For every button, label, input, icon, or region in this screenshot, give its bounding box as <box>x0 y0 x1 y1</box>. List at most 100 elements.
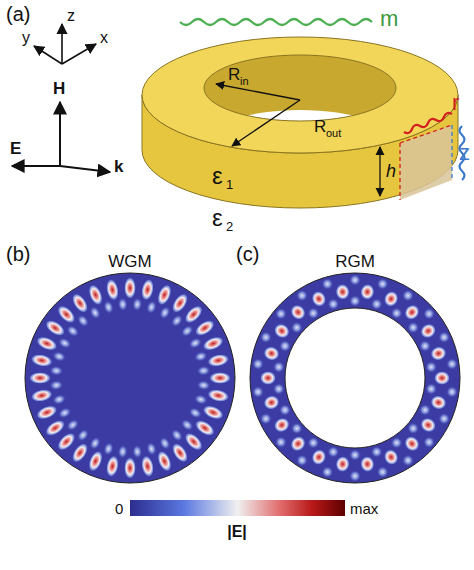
permittivity-subscript: 2 <box>226 220 233 233</box>
field-lobe <box>335 283 351 301</box>
field-lobe <box>405 420 422 437</box>
field-lobe <box>169 427 186 444</box>
field-lobe <box>86 282 106 307</box>
field-lobe <box>196 380 211 391</box>
field-lobe <box>87 435 102 452</box>
field-lobe <box>102 299 116 315</box>
mode-index-label: m <box>380 8 398 30</box>
wave-line <box>180 19 372 25</box>
field-lobe <box>117 444 128 459</box>
vector-label: H <box>53 80 65 97</box>
field-vectors <box>12 102 110 172</box>
field-lobe <box>400 287 417 304</box>
field-lobe <box>421 434 438 451</box>
field-lobe <box>87 304 102 321</box>
field-lobe <box>272 382 286 396</box>
wave-line <box>404 113 452 133</box>
field-lobe <box>369 444 384 459</box>
field-lobe <box>124 457 136 479</box>
field-lobe <box>349 470 361 482</box>
field-lobe <box>140 454 156 478</box>
field-lobe <box>271 321 292 341</box>
field-lobe <box>271 415 292 435</box>
field-lobe <box>192 317 217 339</box>
field-lobe <box>206 388 230 404</box>
field-lobe <box>30 352 54 368</box>
field-lobe <box>169 291 191 316</box>
mode-index-label: r <box>452 92 459 114</box>
field-lobe <box>104 454 120 478</box>
field-lobe <box>369 297 384 312</box>
field-lobe <box>201 403 226 423</box>
mode-index-waves <box>180 19 465 180</box>
field-lobe <box>424 360 438 374</box>
field-lobe <box>305 434 322 451</box>
field-lobe <box>102 441 116 457</box>
field-lobe <box>193 393 209 407</box>
field-lobe <box>196 365 211 376</box>
field-lobe <box>326 297 341 312</box>
field-lobe <box>43 317 68 339</box>
field-lobe <box>418 321 439 341</box>
field-lobe <box>288 420 305 437</box>
field-lobe <box>294 287 311 304</box>
field-lobe <box>251 357 265 371</box>
vector-label: k <box>114 158 123 175</box>
field-lobe <box>86 449 106 474</box>
field-lobe <box>145 441 159 457</box>
colorbar-title: |E| <box>227 524 247 540</box>
field-lobe <box>56 335 73 350</box>
field-lobe <box>445 385 459 399</box>
field-lobe <box>179 417 196 434</box>
field-lobe <box>262 394 281 412</box>
field-lobe <box>381 447 400 467</box>
field-lobe <box>75 427 92 444</box>
field-lobe <box>405 319 422 336</box>
panel-label: (b) <box>6 244 30 264</box>
field-lobe <box>187 405 204 420</box>
field-lobe <box>155 282 175 307</box>
panel-label: (c) <box>236 244 259 264</box>
field-lobe <box>64 323 81 340</box>
field-lobe <box>30 388 54 404</box>
field-lobe <box>305 305 322 322</box>
colorbar-max: max <box>350 501 378 516</box>
field-lobe <box>429 394 448 412</box>
field-lobe <box>132 297 143 312</box>
field-lobe <box>400 452 417 469</box>
field-lobe <box>401 302 422 323</box>
field-lobe <box>429 345 448 363</box>
radius-subscript: in <box>240 76 249 87</box>
field-lobe <box>34 403 59 423</box>
field-lobe <box>288 319 305 336</box>
colorbar <box>130 500 345 516</box>
field-lobe <box>124 277 136 299</box>
field-lobe <box>359 455 375 473</box>
field-lobe <box>206 352 230 368</box>
field-lobe <box>49 365 64 376</box>
field-lobe <box>294 452 311 469</box>
mode-title: RGM <box>335 253 375 270</box>
field-lobe <box>157 435 172 452</box>
permittivity-label: ε <box>212 164 223 188</box>
field-lobe <box>140 278 156 302</box>
field-lobe <box>192 417 217 439</box>
field-lobe <box>64 417 81 434</box>
field-lobe <box>272 305 289 322</box>
field-lobe <box>349 274 361 286</box>
field-lobe <box>157 304 172 321</box>
field-lobe <box>309 447 328 467</box>
wgm-field-map <box>25 273 235 483</box>
field-lobe <box>51 393 67 407</box>
rgm-field-map <box>250 273 460 483</box>
radius-label: R <box>228 66 240 83</box>
ring-resonator <box>142 37 458 208</box>
field-lobe <box>272 360 286 374</box>
field-lobe <box>51 350 67 364</box>
field-lobe <box>349 295 361 307</box>
field-lobe <box>445 357 459 371</box>
axis-label: y <box>22 30 30 46</box>
field-lobe <box>69 291 91 316</box>
axis-label: z <box>67 8 75 24</box>
